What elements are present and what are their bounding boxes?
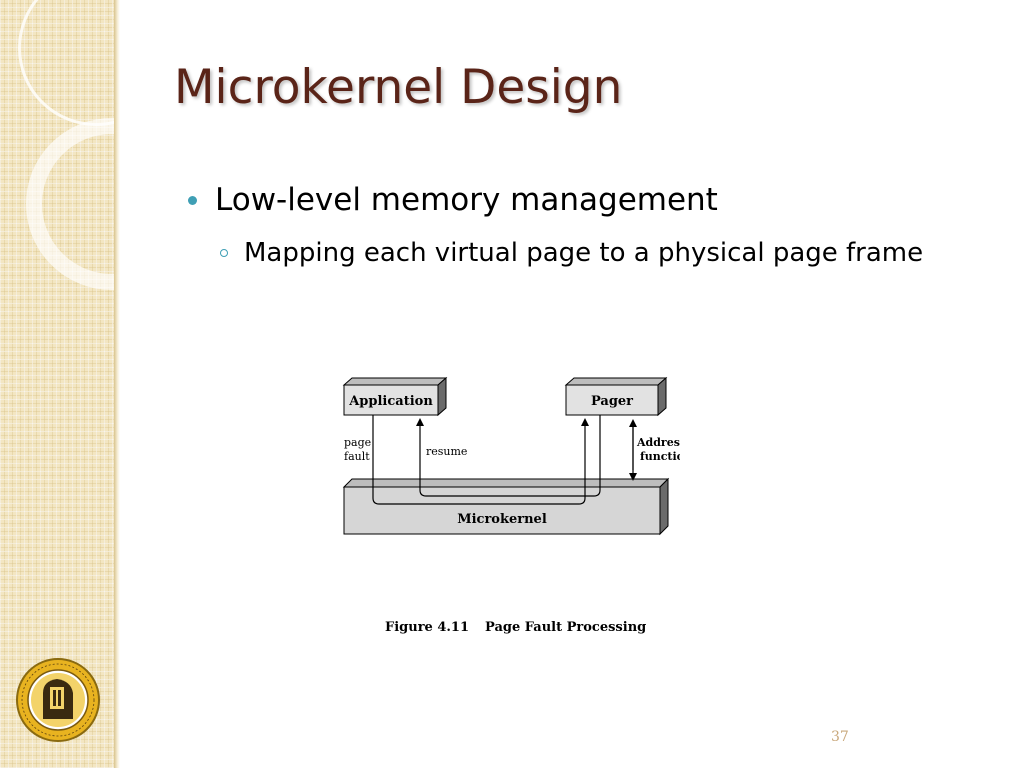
institution-seal-logo xyxy=(16,658,100,742)
bullet-text: Low-level memory management xyxy=(215,182,718,218)
bullet-dot-icon xyxy=(188,195,197,205)
resume-path xyxy=(416,415,601,497)
sidebar-edge xyxy=(114,0,120,768)
slide-title: Microkernel Design xyxy=(174,60,623,115)
address-space-label-line1: Address-space xyxy=(636,436,680,449)
decorative-ring xyxy=(26,118,114,290)
page-fault-path xyxy=(372,415,589,505)
pager-label: Pager xyxy=(591,394,633,409)
page-fault-label-line1: page xyxy=(344,436,371,449)
page-fault-label-line2: fault xyxy=(344,450,370,463)
bullet-item: Low-level memory management xyxy=(188,182,718,218)
figure-number: Figure 4.11 xyxy=(385,620,470,635)
sub-bullet-item: Mapping each virtual page to a physical … xyxy=(220,238,923,268)
figure-caption: Figure 4.11 Page Fault Processing xyxy=(385,620,646,635)
sub-bullet-circle-icon xyxy=(220,249,228,257)
application-box: Application xyxy=(342,376,448,417)
microkernel-box: Microkernel xyxy=(342,477,670,536)
resume-label: resume xyxy=(426,445,467,458)
microkernel-label: Microkernel xyxy=(457,512,547,527)
figure-title: Page Fault Processing xyxy=(485,620,647,635)
pager-box: Pager xyxy=(564,376,668,417)
sub-bullet-text: Mapping each virtual page to a physical … xyxy=(244,238,924,268)
page-number: 37 xyxy=(831,729,849,745)
page-fault-diagram: Application Pager Microkernel page fault… xyxy=(342,376,680,536)
application-label: Application xyxy=(348,394,433,409)
decorative-ring xyxy=(18,0,114,126)
address-space-label-line2: function call xyxy=(640,450,680,463)
decorative-sidebar xyxy=(0,0,114,768)
